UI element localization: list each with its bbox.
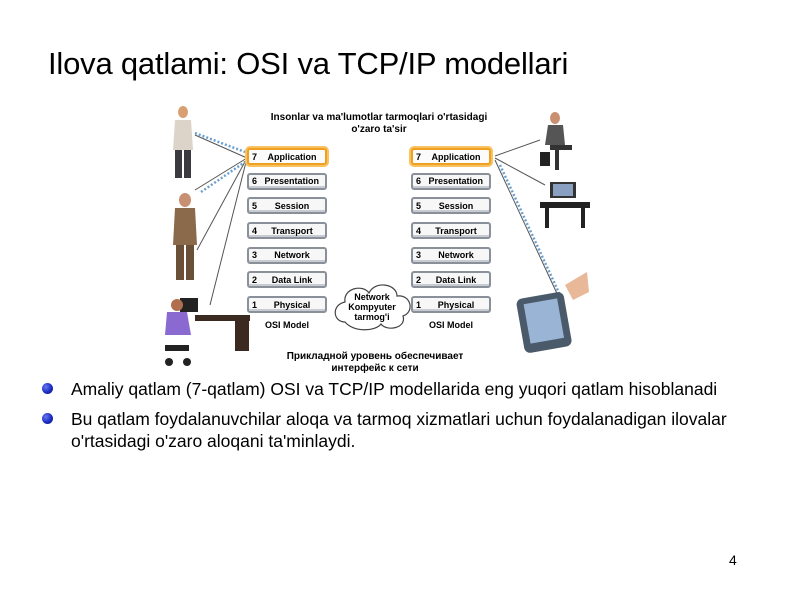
- layer-number: 4: [252, 225, 258, 236]
- bullet-dot-icon: [42, 413, 53, 424]
- cloud-line-1: Network: [354, 292, 390, 302]
- layer-number: 1: [252, 299, 258, 310]
- bullet-item: Bu qatlam foydalanuvchilar aloqa va tarm…: [40, 408, 740, 452]
- layer-name: Session: [438, 200, 474, 211]
- layer-number: 6: [252, 176, 258, 187]
- network-cloud: Network Kompyuter tarmog'i: [333, 280, 411, 330]
- layer-number: 7: [252, 151, 258, 162]
- layer-number: 3: [252, 250, 258, 261]
- bullet-text: Amaliy qatlam (7-qatlam) OSI va TCP/IP m…: [71, 379, 718, 399]
- slide-title: Ilova qatlami: OSI va TCP/IP modellari: [48, 46, 569, 81]
- layer-physical: 1 Physical: [247, 296, 327, 314]
- person-woman-sitting-icon: [540, 112, 572, 170]
- layer-number: 4: [416, 225, 422, 236]
- cloud-label: Network Kompyuter tarmog'i: [333, 292, 411, 322]
- layer-name: Application: [267, 151, 317, 162]
- layer-name: Transport: [435, 225, 477, 236]
- layer-number: 2: [416, 274, 422, 285]
- layer-number: 5: [416, 200, 422, 211]
- layer-transport: 4 Transport: [411, 222, 491, 240]
- person-at-desk-icon: [165, 298, 250, 366]
- layer-name: Data Link: [435, 274, 477, 285]
- layer-network: 3 Network: [411, 246, 491, 264]
- layer-physical: 1 Physical: [411, 296, 491, 314]
- layer-number: 1: [416, 299, 422, 310]
- stack-label: OSI Model: [264, 319, 309, 330]
- osi-figure: Insonlar va ma'lumotlar tarmoqlari o'rta…: [155, 100, 590, 375]
- cloud-line-3: tarmog'i: [354, 312, 390, 322]
- stack-label: OSI Model: [428, 319, 473, 330]
- layer-number: 6: [416, 176, 422, 187]
- layer-transport: 4 Transport: [247, 222, 327, 240]
- layer-number: 3: [416, 250, 422, 261]
- layer-application: 7 Application: [411, 148, 491, 165]
- figure-caption-bottom: Прикладной уровень обеспечивает интерфей…: [286, 351, 464, 374]
- layer-application: 7 Application: [247, 148, 327, 165]
- layer-name: Transport: [271, 225, 313, 236]
- layer-network: 3 Network: [247, 246, 327, 264]
- layer-name: Physical: [437, 299, 475, 310]
- layer-data-link: 2 Data Link: [247, 271, 327, 289]
- cable-left-2: [200, 160, 246, 194]
- bullet-item: Amaliy qatlam (7-qatlam) OSI va TCP/IP m…: [40, 378, 740, 400]
- layer-name: Network: [274, 250, 310, 261]
- figure-caption-top: Insonlar va ma'lumotlar tarmoqlari o'rta…: [270, 112, 488, 135]
- osi-stack-right: 7 Application 6 Presentation 5 Session 4 Tra…: [411, 148, 491, 330]
- bullet-list: Amaliy qatlam (7-qatlam) OSI va TCP/IP m…: [40, 378, 740, 460]
- computer-desk-icon: [540, 182, 590, 228]
- osi-stack-left: 7 Application 6 Presentation 5 Session 4 Tra…: [247, 148, 327, 330]
- layer-name: Data Link: [271, 274, 313, 285]
- layer-number: 2: [252, 274, 258, 285]
- figure-illustrations: [165, 106, 590, 366]
- pda-tablet-icon: [516, 272, 589, 353]
- layer-data-link: 2 Data Link: [411, 271, 491, 289]
- cable-left-1: [194, 131, 246, 154]
- cloud-line-2: Kompyuter: [348, 302, 396, 312]
- layer-name: Application: [431, 151, 481, 162]
- layer-name: Presentation: [264, 176, 319, 187]
- layer-name: Network: [438, 250, 474, 261]
- layer-name: Session: [274, 200, 310, 211]
- network-cloud-icon: [334, 284, 411, 331]
- layer-session: 5 Session: [247, 197, 327, 215]
- page-number: 4: [729, 552, 737, 568]
- layer-number: 7: [416, 151, 422, 162]
- person-woman-standing-icon: [173, 106, 193, 178]
- person-man-phone-icon: [173, 193, 197, 280]
- layer-number: 5: [252, 200, 258, 211]
- layer-presentation: 6 Presentation: [247, 172, 327, 190]
- bullet-dot-icon: [42, 383, 53, 394]
- layer-session: 5 Session: [411, 197, 491, 215]
- layer-name: Presentation: [428, 176, 483, 187]
- layer-presentation: 6 Presentation: [411, 172, 491, 190]
- layer-name: Physical: [273, 299, 311, 310]
- left-connectors: [194, 134, 248, 306]
- right-connectors: [494, 139, 561, 301]
- bullet-text: Bu qatlam foydalanuvchilar aloqa va tarm…: [71, 409, 727, 451]
